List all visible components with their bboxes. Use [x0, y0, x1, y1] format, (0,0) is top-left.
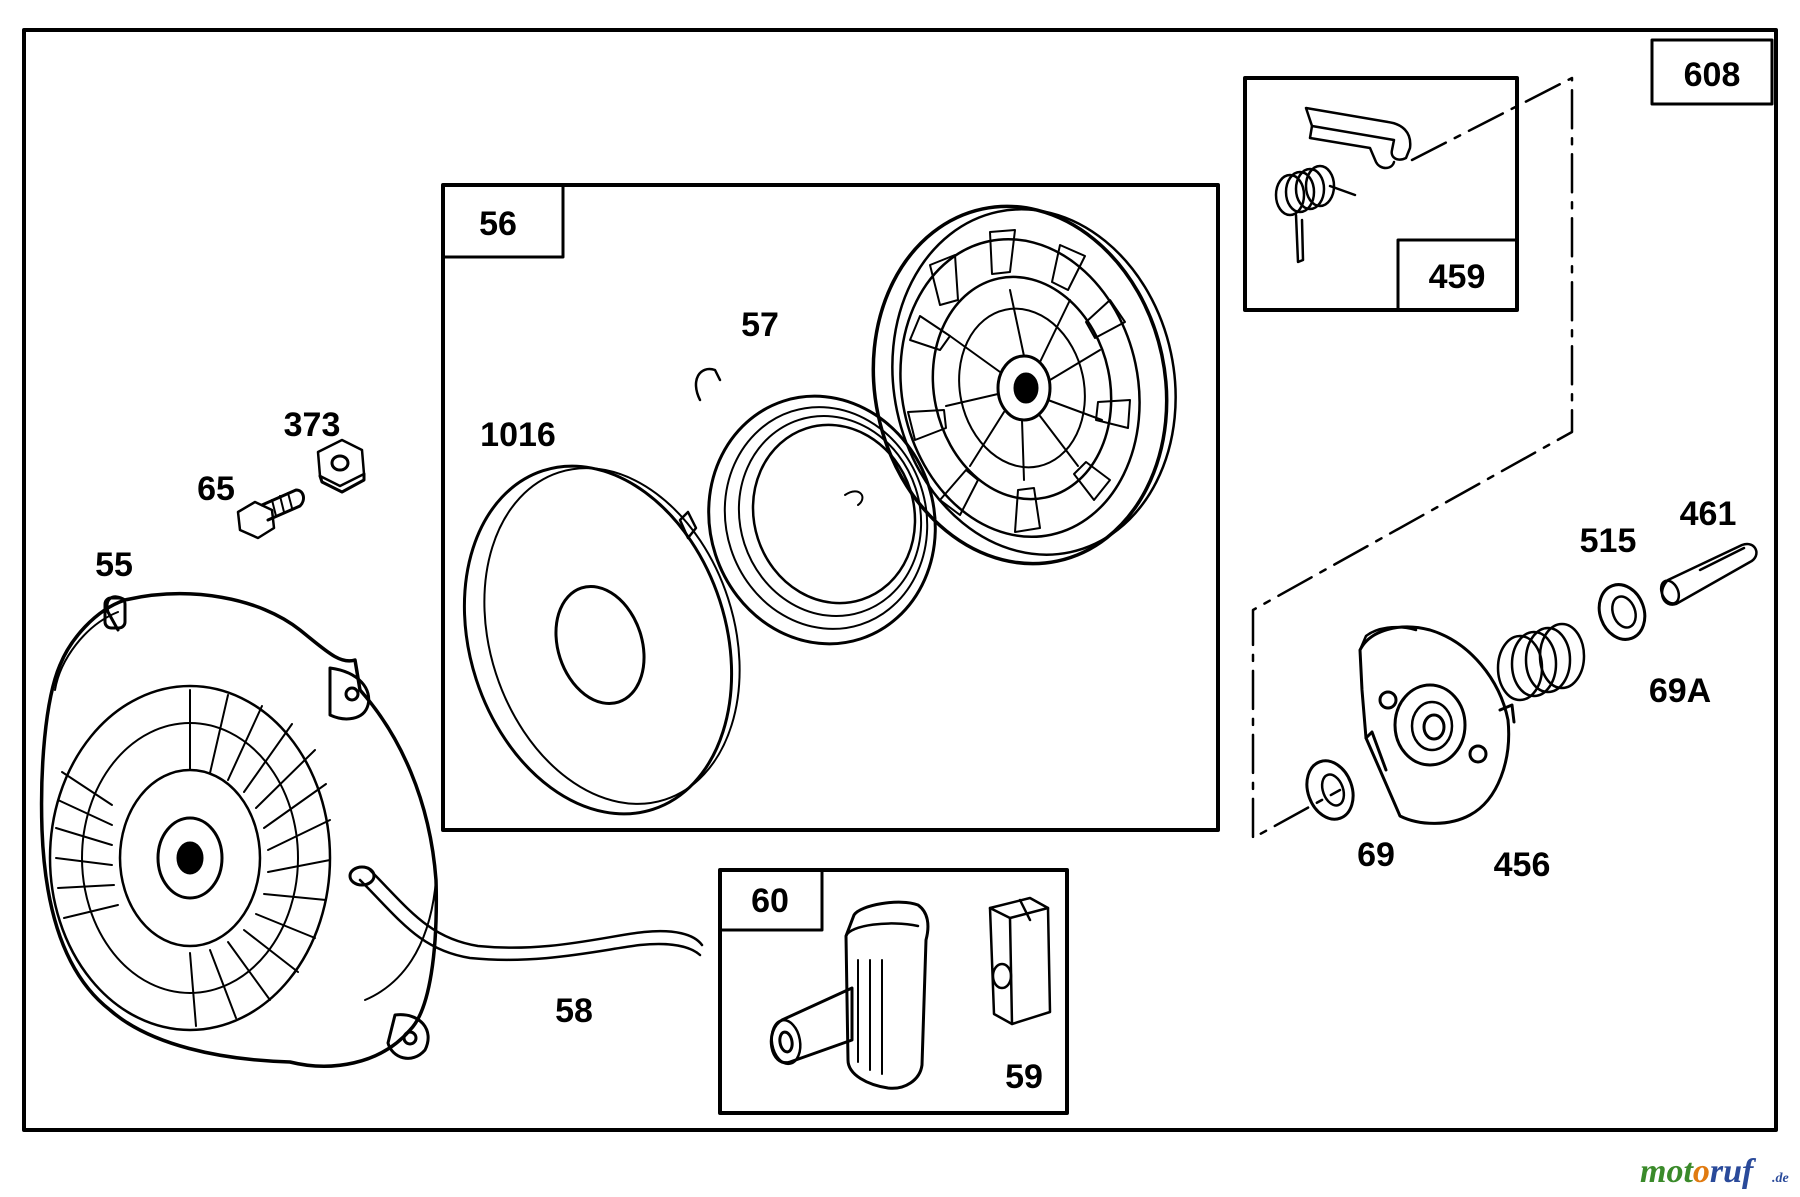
washer-69a	[1597, 583, 1647, 641]
part-label-456: 456	[1494, 846, 1551, 884]
part-label-65: 65	[197, 470, 235, 508]
part-label-69: 69	[1357, 836, 1395, 874]
washer-69	[1305, 759, 1355, 821]
pawl-clip	[1304, 106, 1412, 170]
part-label-515: 515	[1580, 522, 1637, 560]
starter-rope	[348, 865, 704, 962]
assembly-line	[1251, 76, 1574, 840]
svg-text:motoruf: motoruf	[1640, 1153, 1757, 1190]
watermark-logo: motoruf .de	[1640, 1153, 1789, 1190]
pawl-retainer	[1358, 625, 1516, 825]
part-label-58: 58	[555, 992, 593, 1030]
starter-housing	[39, 592, 439, 1068]
part-label-60: 60	[751, 882, 789, 920]
part-label-373: 373	[284, 406, 341, 444]
part-label-55: 55	[95, 546, 133, 584]
torsion-spring	[1274, 164, 1357, 264]
outer-frame	[22, 28, 1778, 1132]
label-box-608	[1650, 38, 1774, 106]
watermark-tld: .de	[1772, 1171, 1789, 1186]
starter-pulley	[871, 204, 1177, 566]
part-label-461: 461	[1680, 495, 1737, 533]
starter-handle	[769, 900, 930, 1090]
part-label-57: 57	[741, 306, 779, 344]
compression-spring	[1496, 622, 1586, 702]
part-label-56: 56	[479, 205, 517, 243]
spring-washer-plate	[462, 464, 741, 816]
watermark-brand-start: mot	[1640, 1153, 1694, 1190]
bolt	[236, 488, 305, 540]
part-labels: 608 56 459 60 57 1016 373 65 55 58 59 46…	[95, 56, 1740, 1096]
part-label-608: 608	[1684, 56, 1741, 94]
recoil-spring	[678, 367, 937, 646]
group-box-60	[718, 868, 1069, 1115]
part-label-69a: 69A	[1649, 672, 1711, 710]
group-box-56	[441, 183, 1220, 832]
hex-nut	[316, 438, 366, 494]
handle-insert	[988, 896, 1052, 1026]
watermark-brand-end: ruf	[1710, 1153, 1757, 1190]
part-label-59: 59	[1005, 1058, 1043, 1096]
group-box-459	[1243, 76, 1519, 312]
part-label-459: 459	[1429, 258, 1486, 296]
watermark-brand-o: o	[1693, 1153, 1710, 1190]
retainer-pin	[1659, 542, 1758, 606]
part-label-1016: 1016	[480, 416, 556, 454]
